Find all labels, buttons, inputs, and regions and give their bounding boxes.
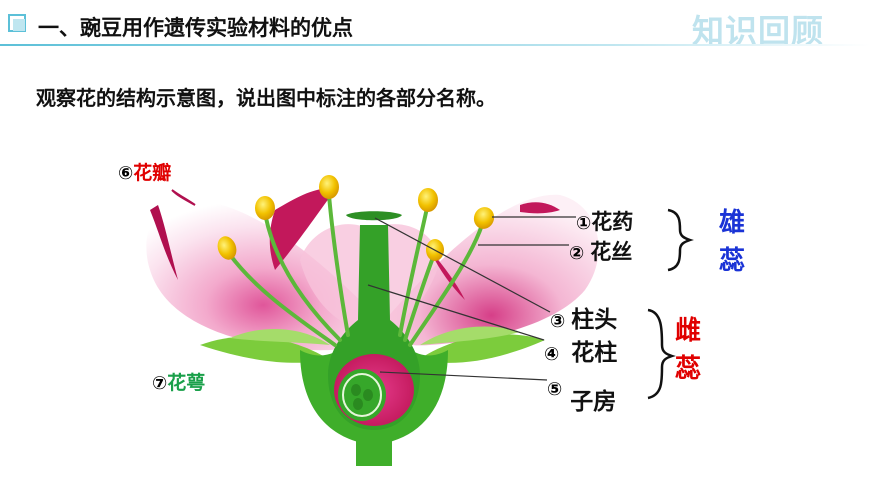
instruction-text: 观察花的结构示意图，说出图中标注的各部分名称。	[36, 86, 496, 110]
square-bracket-icon	[8, 14, 26, 32]
label-sepal: ⑦花萼	[152, 372, 206, 394]
group-pistil: 雌蕊	[674, 316, 701, 384]
pistil-shape	[328, 211, 420, 430]
header-divider	[0, 44, 870, 46]
anthers	[217, 175, 495, 261]
header: 一、豌豆用作遗传实验材料的优点 知识回顾	[0, 0, 870, 50]
section-title: 一、豌豆用作遗传实验材料的优点	[38, 16, 353, 40]
section-tag: 知识回顾	[692, 12, 825, 50]
brackets	[647, 208, 694, 400]
label-petal: ⑥花瓣	[118, 162, 172, 184]
sepal-shape	[200, 326, 545, 363]
leader-lines	[367, 216, 576, 381]
group-stamen: 雄蕊	[718, 208, 745, 276]
filaments	[226, 193, 484, 347]
label-anther: ①花药	[576, 210, 634, 234]
